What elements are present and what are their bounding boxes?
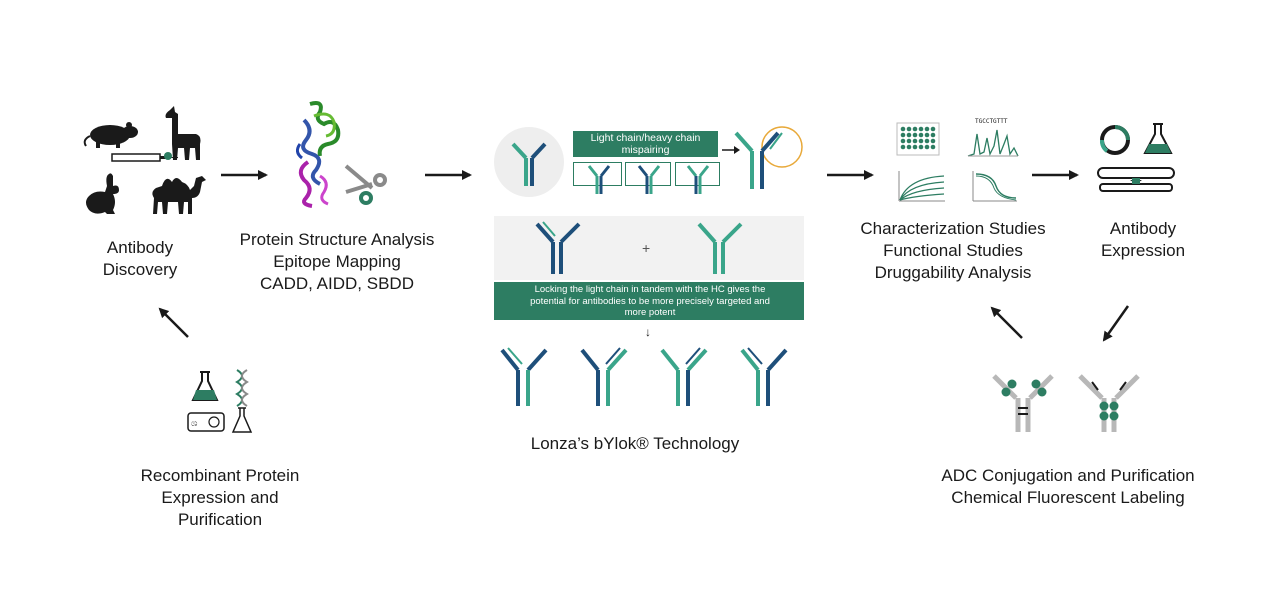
mispairing-text: Light chain/heavy chain mispairing — [590, 132, 701, 156]
bylok-circle-bg — [494, 127, 564, 197]
mispairing-banner — [573, 131, 718, 157]
heavy-chain-antibody-icon — [535, 221, 581, 274]
dose-response-icon — [972, 171, 1017, 202]
structure-line-1: Protein Structure Analysis — [239, 230, 435, 249]
adc-label: ADC Conjugation and Purification Chemica… — [918, 465, 1218, 509]
locking-text: Locking the light chain in tandem with t… — [530, 284, 770, 318]
rabbit-icon — [86, 173, 119, 214]
dna-helix-icon — [235, 369, 249, 407]
syringe-icon — [111, 152, 178, 162]
shaker-icon — [1097, 167, 1175, 192]
adc-antibody-icon — [992, 374, 1054, 432]
dna-sequence-text: TGCCTGTTT — [975, 118, 1008, 125]
recombinant-line-1: Recombinant Protein — [140, 466, 300, 485]
protein-structure-icon — [295, 101, 341, 208]
mouse-icon — [83, 122, 138, 148]
scissors-icon — [344, 164, 387, 205]
recombinant-flask-icon — [191, 371, 219, 401]
locking-banner — [494, 282, 804, 320]
characterization-line-2: Functional Studies — [883, 241, 1023, 260]
expression-line-1: Antibody — [1109, 219, 1177, 238]
locked-antibody-icon — [734, 126, 803, 189]
structure-label: Protein Structure Analysis Epitope Mappi… — [222, 229, 452, 295]
bylok-caption-text: Lonza’s bYlok® Technology — [530, 434, 740, 453]
characterization-label: Characterization Studies Functional Stud… — [838, 218, 1068, 284]
adc-line-1: ADC Conjugation and Purification — [941, 466, 1195, 485]
plus-sign: + — [642, 240, 651, 256]
light-chain-antibody-icon — [697, 222, 743, 274]
discovery-line-1: Antibody — [106, 238, 174, 257]
well-plate-icon — [896, 122, 940, 156]
arrow-recombinant-to-discovery — [158, 307, 189, 338]
labeled-antibody-icon — [1078, 374, 1140, 432]
mispair-antibodies — [587, 165, 710, 194]
plasmid-icon — [1100, 125, 1130, 155]
antibody-icon — [511, 142, 547, 186]
structure-line-2: Epitope Mapping — [273, 252, 401, 271]
petri-dish-icon: ශ — [187, 412, 225, 432]
characterization-line-1: Characterization Studies — [860, 219, 1046, 238]
structure-line-3: CADD, AIDD, SBDD — [260, 274, 414, 293]
characterization-line-3: Druggability Analysis — [874, 263, 1032, 282]
llama-icon — [165, 106, 201, 160]
chromatogram-icon — [967, 129, 1019, 157]
recombinant-label: Recombinant Protein Expression and Purif… — [115, 465, 325, 531]
flask-icon — [1143, 123, 1173, 154]
arrow-adc-to-characterization — [990, 306, 1023, 339]
beaker-icon — [231, 407, 253, 433]
discovery-line-2: Discovery — [102, 260, 178, 279]
recombinant-line-3: Purification — [177, 510, 263, 529]
locking-down-arrow: ↓ — [645, 325, 651, 339]
bylok-antibody-row — [500, 347, 788, 406]
svg-text:ශ: ශ — [191, 419, 198, 429]
bylok-lower-panel-bg — [494, 216, 804, 280]
camel-icon — [152, 176, 206, 214]
mispair-arrow — [722, 146, 740, 154]
recombinant-line-2: Expression and — [161, 488, 279, 507]
binding-curve-icon — [898, 171, 945, 202]
discovery-label: Antibody Discovery — [70, 237, 210, 281]
adc-line-2: Chemical Fluorescent Labeling — [951, 488, 1185, 507]
arrow-expression-to-adc — [1102, 305, 1130, 342]
expression-label: Antibody Expression — [1073, 218, 1213, 262]
bylok-caption: Lonza’s bYlok® Technology — [490, 433, 780, 455]
expression-line-2: Expression — [1100, 241, 1186, 260]
